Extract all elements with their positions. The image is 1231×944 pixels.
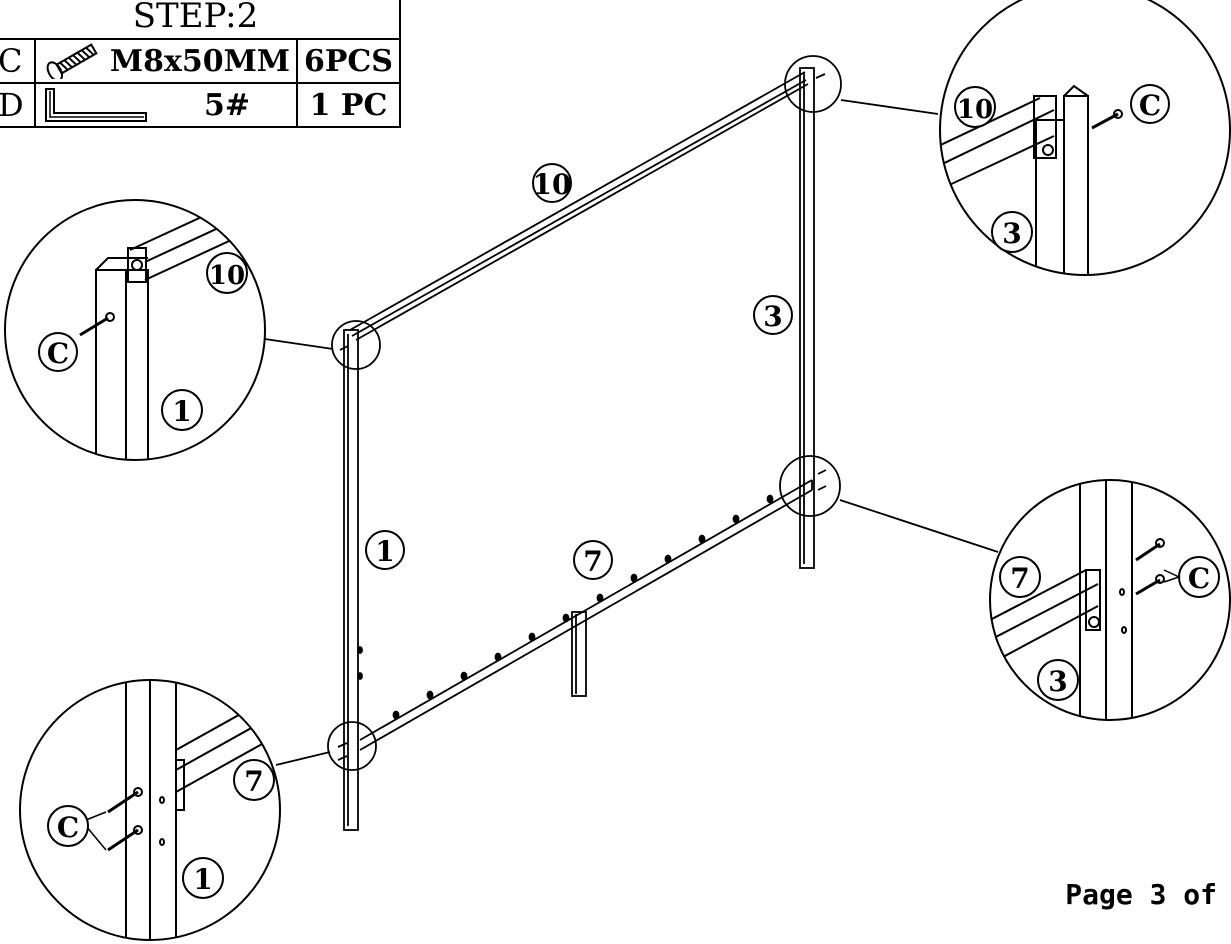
part-spec-cell: M8x50MM xyxy=(34,38,298,84)
label-text: 7 xyxy=(244,765,263,798)
detail-top-right xyxy=(939,0,1231,276)
label-text: 3 xyxy=(1048,665,1067,698)
label-text: 3 xyxy=(763,300,782,333)
detail-tr-label-10: 10 xyxy=(954,86,996,128)
label-text: 10 xyxy=(533,168,572,201)
leader-line xyxy=(839,499,999,553)
label-text: C xyxy=(57,811,79,844)
detail-tl-label-c: C xyxy=(38,332,78,372)
label-text: 1 xyxy=(193,863,212,896)
allen-key-icon xyxy=(45,88,147,122)
part-qty: 1 PC xyxy=(296,82,401,128)
label-text: 7 xyxy=(583,545,602,578)
label-text: 3 xyxy=(1002,217,1021,250)
label-text: 1 xyxy=(375,535,394,568)
detail-br-label-7: 7 xyxy=(999,556,1041,598)
leader-line xyxy=(275,751,331,766)
top-rail xyxy=(349,71,809,341)
joint-circle-bottom-left xyxy=(327,721,377,771)
detail-bottom-left xyxy=(19,679,281,941)
label-right-post: 3 xyxy=(753,295,793,335)
leader-line xyxy=(257,337,334,350)
detail-bl-label-1: 1 xyxy=(182,857,224,899)
part-labels: 10 3 1 7 10 C 1 10 xyxy=(38,84,1220,899)
joint-circle-bottom-right xyxy=(779,455,841,517)
rail-holes xyxy=(357,494,774,720)
joint-circle-top-left xyxy=(331,320,381,370)
label-text: 10 xyxy=(957,95,993,125)
parts-row-d: D 5# 1 PC xyxy=(0,82,401,128)
detail-bl-label-c: C xyxy=(47,805,89,847)
label-text: 10 xyxy=(209,261,245,291)
joint-circle-top-right xyxy=(784,55,842,113)
label-text: C xyxy=(1188,562,1210,595)
step-title: STEP:2 xyxy=(0,0,401,40)
part-spec-cell: 5# xyxy=(34,82,298,128)
bolt-icon xyxy=(46,43,98,79)
parts-table: STEP:2 C M8x50MM 6PCS D xyxy=(0,0,401,128)
parts-row-c: C M8x50MM 6PCS xyxy=(0,38,401,84)
right-post xyxy=(799,67,815,569)
parts-table-header-row: STEP:2 xyxy=(0,0,401,40)
bed-frame xyxy=(257,55,999,831)
part-spec: M8x50MM xyxy=(109,43,290,79)
leader-line xyxy=(840,99,939,115)
page-number: Page 3 of xyxy=(1065,878,1217,911)
detail-tl-label-1: 1 xyxy=(161,389,203,431)
label-bottom-rail: 7 xyxy=(573,540,613,580)
left-post xyxy=(343,329,359,831)
detail-bl-label-7: 7 xyxy=(233,759,275,801)
part-qty: 6PCS xyxy=(296,38,401,84)
center-leg xyxy=(571,611,587,697)
detail-br-label-3: 3 xyxy=(1037,659,1079,701)
label-top-rail: 10 xyxy=(532,163,572,203)
label-left-post: 1 xyxy=(365,530,405,570)
label-text: 7 xyxy=(1010,562,1029,595)
detail-top-left xyxy=(4,199,266,461)
detail-tl-label-10: 10 xyxy=(206,252,248,294)
detail-tr-label-3: 3 xyxy=(991,211,1033,253)
label-text: C xyxy=(47,337,69,370)
part-spec: 5# xyxy=(203,87,250,123)
part-code: C xyxy=(0,38,36,84)
detail-bottom-right xyxy=(989,479,1231,721)
part-code: D xyxy=(0,82,36,128)
label-text: 1 xyxy=(172,395,191,428)
label-text: C xyxy=(1139,89,1161,122)
detail-br-label-c: C xyxy=(1178,556,1220,598)
detail-tr-label-c: C xyxy=(1130,84,1170,124)
